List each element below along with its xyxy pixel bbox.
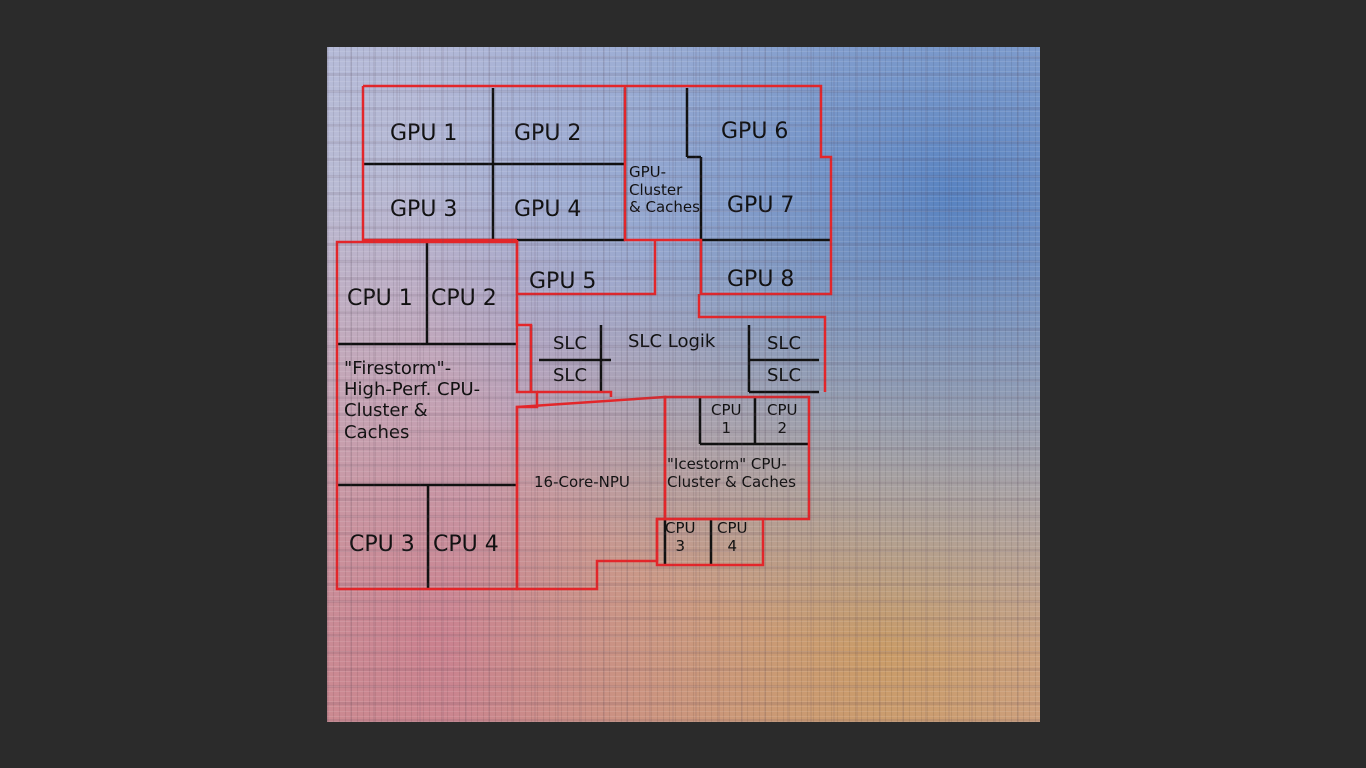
cpu1-label: CPU 1 [347, 286, 413, 311]
slc-label-right-bottom: SLC [767, 365, 802, 386]
chip-die-photo: GPU 1 GPU 2 GPU 3 GPU 4 GPU 5 GPU 6 GPU … [327, 47, 1040, 722]
gpu8-label: GPU 8 [727, 267, 795, 292]
icestorm-outline [663, 395, 811, 521]
gpu1-label: GPU 1 [390, 121, 458, 146]
slc-label-left-bottom: SLC [553, 365, 588, 386]
npu-outline [515, 395, 667, 591]
gpu7-label: GPU 7 [727, 193, 795, 218]
red-outlines [335, 84, 833, 591]
ice-cpu4-label: CPU 4 [717, 519, 748, 555]
slc-logik-label: SLC Logik [628, 331, 716, 352]
firestorm-outline [335, 240, 539, 591]
ice-cpu2-label: CPU 2 [767, 401, 798, 437]
gpu-cluster-label: GPU- Cluster & Caches [629, 163, 700, 217]
cpu3-label: CPU 3 [349, 532, 415, 557]
gpu6-label: GPU 6 [721, 119, 789, 144]
cpu4-label: CPU 4 [433, 532, 499, 557]
cpu2-label: CPU 2 [431, 286, 497, 311]
gpu2-label: GPU 2 [514, 121, 582, 146]
firestorm-label: "Firestorm"- High-Perf. CPU- Cluster & C… [344, 358, 481, 443]
gpu5-label: GPU 5 [529, 269, 597, 294]
npu-label: 16-Core-NPU [534, 473, 630, 491]
region-outlines [335, 84, 833, 591]
ice-cpu34-outline [655, 517, 765, 567]
ice-cpu1-label: CPU 1 [711, 401, 742, 437]
gpu4-label: GPU 4 [514, 197, 582, 222]
ice-cpu3-label: CPU 3 [665, 519, 696, 555]
slc-label-right-top: SLC [767, 333, 802, 354]
icestorm-label: "Icestorm" CPU- Cluster & Caches [667, 455, 796, 491]
gpu3-label: GPU 3 [390, 197, 458, 222]
gpu-cluster-outline [363, 84, 833, 296]
slc-right-outline [697, 294, 827, 392]
slc-label-left-top: SLC [553, 333, 588, 354]
